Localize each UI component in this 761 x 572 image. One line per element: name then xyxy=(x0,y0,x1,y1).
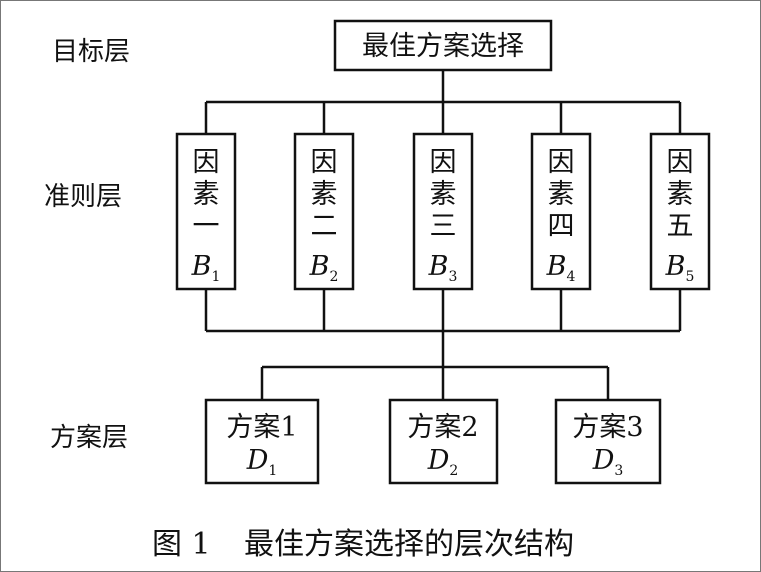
criterion-char-1: 因 xyxy=(548,147,575,178)
criterion-char-3: 三 xyxy=(430,211,457,242)
goal-label: 最佳方案选择 xyxy=(362,31,524,62)
alternative-node-3: 方案3 D3 xyxy=(554,398,662,485)
criterion-node-1: 因 素 一 B1 xyxy=(175,132,237,291)
alternative-label: 方案1 xyxy=(226,412,297,443)
criterion-node-3: 因 素 三 B3 xyxy=(412,132,474,291)
criterion-variable: B4 xyxy=(546,251,576,285)
criterion-box xyxy=(293,132,355,291)
connectors-criteria-alternatives xyxy=(204,289,682,400)
criterion-char-1: 因 xyxy=(667,147,694,178)
figure-caption: 图 1 最佳方案选择的层次结构 xyxy=(152,527,574,562)
criterion-char-2: 素 xyxy=(311,179,338,210)
level-label-criteria: 准则层 xyxy=(44,182,122,212)
goal-box xyxy=(333,19,553,72)
figure-number: 图 1 xyxy=(152,527,211,562)
criterion-char-3: 四 xyxy=(548,211,575,242)
criterion-char-2: 素 xyxy=(548,179,575,210)
criterion-char-3: 二 xyxy=(311,211,338,242)
alternative-box xyxy=(554,398,662,485)
criterion-box xyxy=(412,132,474,291)
criterion-char-2: 素 xyxy=(193,179,220,210)
alternative-box xyxy=(388,398,499,485)
alternative-variable: D1 xyxy=(246,445,278,479)
criterion-char-1: 因 xyxy=(430,147,457,178)
goal-node: 最佳方案选择 xyxy=(333,19,553,72)
alternative-variable: D3 xyxy=(592,445,624,479)
criterion-char-3: 五 xyxy=(667,211,694,242)
figure-title: 最佳方案选择的层次结构 xyxy=(244,527,574,562)
criterion-char-1: 因 xyxy=(193,147,220,178)
criterion-node-4: 因 素 四 B4 xyxy=(530,132,592,291)
criterion-box xyxy=(175,132,237,291)
alternative-label: 方案3 xyxy=(572,412,643,443)
criterion-node-5: 因 素 五 B5 xyxy=(649,132,711,291)
criterion-char-1: 因 xyxy=(311,147,338,178)
level-label-alternatives: 方案层 xyxy=(50,423,128,453)
criterion-char-2: 素 xyxy=(430,179,457,210)
alternative-node-1: 方案1 D1 xyxy=(204,398,320,485)
criterion-variable: B3 xyxy=(428,251,458,285)
connectors-goal-criteria xyxy=(204,71,682,134)
criterion-node-2: 因 素 二 B2 xyxy=(293,132,355,291)
alternative-variable: D2 xyxy=(427,445,459,479)
criterion-box xyxy=(649,132,711,291)
alternative-node-2: 方案2 D2 xyxy=(388,398,499,485)
criterion-char-3: 一 xyxy=(193,211,220,242)
criterion-variable: B2 xyxy=(309,251,339,285)
level-label-goal: 目标层 xyxy=(52,37,130,67)
criterion-char-2: 素 xyxy=(667,179,694,210)
criterion-variable: B1 xyxy=(191,251,221,285)
criterion-variable: B5 xyxy=(665,251,695,285)
alternative-box xyxy=(204,398,320,485)
criterion-box xyxy=(530,132,592,291)
alternative-label: 方案2 xyxy=(407,412,478,443)
